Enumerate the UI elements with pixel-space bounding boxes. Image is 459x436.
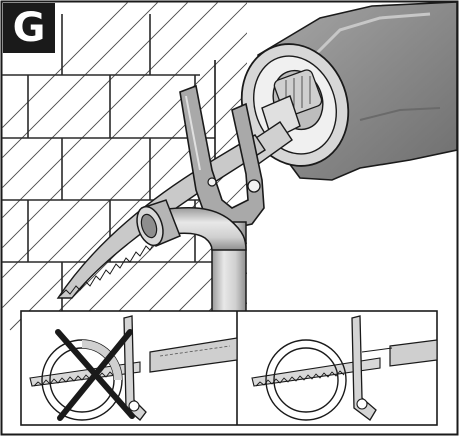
pipe <box>136 199 247 313</box>
inset-correct <box>251 315 437 421</box>
inset-incorrect <box>29 315 237 421</box>
cross-marker <box>55 329 135 421</box>
figure-label: G <box>3 3 55 53</box>
